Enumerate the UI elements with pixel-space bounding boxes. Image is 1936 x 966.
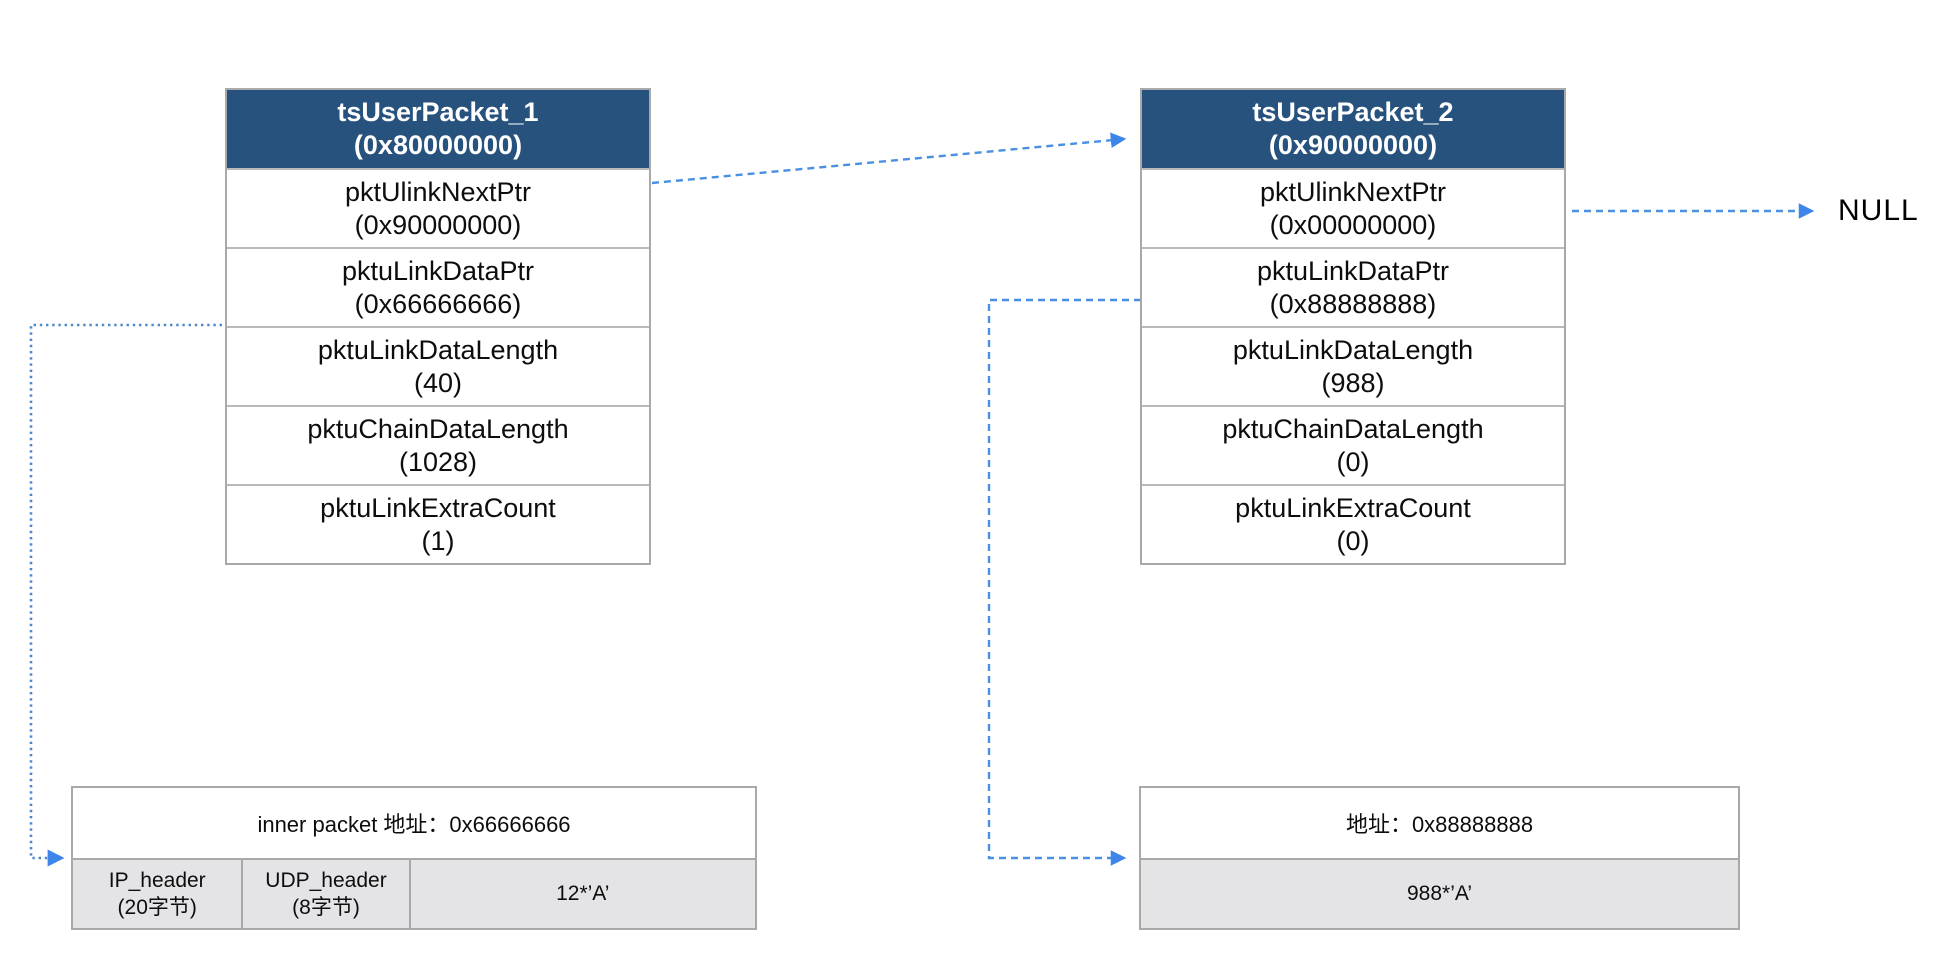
buffer-cell-line1: UDP_header xyxy=(265,868,387,892)
field-name: pktuChainDataLength xyxy=(1222,414,1484,445)
pointer-arrow-packet1-dataptr-to-buffer1 xyxy=(29,323,222,867)
field-value: (0x00000000) xyxy=(1269,209,1437,240)
struct-field-row: pktuLinkExtraCount (1) xyxy=(227,484,649,563)
null-terminator-label: NULL xyxy=(1838,194,1919,227)
buffer-cell-ip-header: IP_header (20字节) xyxy=(73,860,241,928)
struct-table-tsUserPacket1: tsUserPacket_1 (0x80000000) pktUlinkNext… xyxy=(225,88,651,565)
buffer-cell-line1: 12*’A’ xyxy=(556,882,610,906)
struct-field-row: pktuLinkDataLength (40) xyxy=(227,326,649,405)
struct-field-row: pktuLinkDataPtr (0x66666666) xyxy=(227,247,649,326)
buffer-cell-payload: 12*’A’ xyxy=(408,860,755,928)
field-name: pktuChainDataLength xyxy=(307,414,569,445)
struct-address: (0x90000000) xyxy=(1268,130,1438,160)
buffer-cell-line1: 988*’A’ xyxy=(1407,882,1472,906)
struct-field-row: pktuLinkDataLength (988) xyxy=(1142,326,1564,405)
field-value: (0x88888888) xyxy=(1269,288,1437,319)
buffer-cell-udp-header: UDP_header (8字节) xyxy=(241,860,408,928)
struct-title: tsUserPacket_1 xyxy=(337,97,539,128)
buffer-caption: 地址：0x88888888 xyxy=(1141,788,1738,858)
pointer-arrow-packet1-next-to-packet2 xyxy=(651,132,1127,185)
pointer-arrow-packet2-dataptr-to-buffer2 xyxy=(987,298,1141,866)
struct-field-row: pktUlinkNextPtr (0x00000000) xyxy=(1142,168,1564,247)
struct-header: tsUserPacket_1 (0x80000000) xyxy=(227,90,649,168)
data-buffer-table-0x66666666: inner packet 地址：0x66666666 IP_header (20… xyxy=(71,786,757,930)
field-value: (1) xyxy=(421,525,455,556)
field-value: (0x90000000) xyxy=(354,209,522,240)
buffer-cells-row: 988*’A’ xyxy=(1141,858,1738,928)
field-name: pktUlinkNextPtr xyxy=(1259,177,1447,208)
struct-field-row: pktUlinkNextPtr (0x90000000) xyxy=(227,168,649,247)
field-name: pktuLinkExtraCount xyxy=(320,493,556,524)
struct-field-row: pktuChainDataLength (0) xyxy=(1142,405,1564,484)
field-name: pktuLinkDataPtr xyxy=(1256,256,1450,287)
buffer-cell-payload: 988*’A’ xyxy=(1141,860,1738,928)
field-name: pktUlinkNextPtr xyxy=(344,177,532,208)
field-name: pktuLinkDataLength xyxy=(317,335,559,366)
buffer-caption: inner packet 地址：0x66666666 xyxy=(73,788,755,858)
field-value: (0x66666666) xyxy=(354,288,522,319)
field-name: pktuLinkExtraCount xyxy=(1235,493,1471,524)
struct-field-row: pktuLinkExtraCount (0) xyxy=(1142,484,1564,563)
field-value: (40) xyxy=(413,367,462,398)
field-value: (0) xyxy=(1336,525,1370,556)
field-value: (988) xyxy=(1321,367,1385,398)
field-value: (0) xyxy=(1336,446,1370,477)
buffer-cell-line2: (8字节) xyxy=(292,896,360,919)
struct-field-row: pktuChainDataLength (1028) xyxy=(227,405,649,484)
buffer-cell-line2: (20字节) xyxy=(117,896,197,919)
struct-address: (0x80000000) xyxy=(353,130,523,160)
field-name: pktuLinkDataLength xyxy=(1232,335,1474,366)
field-value: (1028) xyxy=(398,446,478,477)
struct-table-tsUserPacket2: tsUserPacket_2 (0x90000000) pktUlinkNext… xyxy=(1140,88,1566,565)
data-buffer-table-0x88888888: 地址：0x88888888 988*’A’ xyxy=(1139,786,1740,930)
buffer-cell-line1: IP_header xyxy=(108,868,206,892)
struct-header: tsUserPacket_2 (0x90000000) xyxy=(1142,90,1564,168)
struct-field-row: pktuLinkDataPtr (0x88888888) xyxy=(1142,247,1564,326)
buffer-cells-row: IP_header (20字节) UDP_header (8字节) 12*’A’ xyxy=(73,858,755,928)
field-name: pktuLinkDataPtr xyxy=(341,256,535,287)
struct-title: tsUserPacket_2 xyxy=(1252,97,1454,128)
